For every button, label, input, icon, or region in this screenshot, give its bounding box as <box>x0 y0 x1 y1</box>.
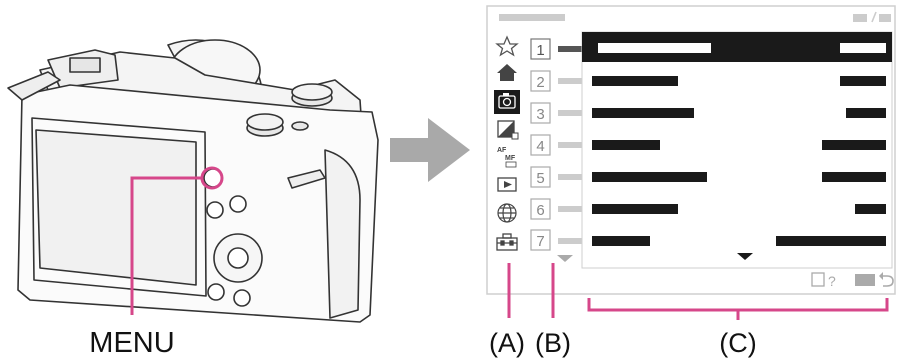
menu-item <box>592 140 660 150</box>
page-number-4: 4 <box>530 134 582 156</box>
menu-label: MENU <box>89 327 174 359</box>
label-c: (C) <box>719 328 756 358</box>
menu-item <box>592 108 694 118</box>
toolbox-icon <box>496 233 518 251</box>
menu-item-list <box>581 31 893 269</box>
menu-item <box>592 236 650 246</box>
page-number-3: 3 <box>530 102 582 124</box>
callout-brackets <box>507 263 889 320</box>
svg-text:5: 5 <box>536 170 544 187</box>
star-icon <box>495 35 519 57</box>
svg-text:4: 4 <box>536 138 544 155</box>
scroll-down-indicator-icon <box>737 253 753 260</box>
sidebar: AF MF <box>494 35 520 251</box>
page-number-2: 2 <box>530 70 582 92</box>
svg-text:1: 1 <box>536 42 544 59</box>
home-icon <box>497 64 517 81</box>
svg-text:7: 7 <box>536 233 544 250</box>
svg-text:6: 6 <box>536 202 544 219</box>
page-number-6: 6 <box>530 198 582 220</box>
page-number-column: 1 2 3 4 5 6 7 <box>530 38 582 262</box>
help-icon: ? <box>828 273 836 289</box>
menu-badge-icon <box>855 274 875 286</box>
menu-item <box>592 76 678 86</box>
globe-icon <box>497 203 517 223</box>
page-number-5: 5 <box>530 166 582 188</box>
label-b: (B) <box>535 328 571 358</box>
callout-c-bracket <box>587 298 889 312</box>
exposure-icon <box>497 120 519 140</box>
right-arrow-icon <box>390 118 470 182</box>
menu-screen: AF MF <box>486 5 896 295</box>
svg-text:MF: MF <box>505 155 516 162</box>
af-mf-icon: AF MF <box>497 147 517 168</box>
playback-icon <box>497 177 517 192</box>
svg-text:3: 3 <box>536 106 544 123</box>
svg-text:AF: AF <box>497 147 507 154</box>
delete-icon <box>811 272 825 287</box>
footer-icons: ? <box>811 272 894 289</box>
svg-text:2: 2 <box>536 74 544 91</box>
page-number-1: 1 <box>530 38 582 60</box>
menu-item <box>592 172 707 182</box>
back-icon <box>880 275 894 287</box>
page-number-7: 7 <box>530 229 582 251</box>
menu-button-callout <box>130 166 224 315</box>
camera-icon <box>498 93 516 109</box>
camera-illustration <box>7 39 379 323</box>
label-a: (A) <box>489 328 525 358</box>
menu-item <box>592 204 678 214</box>
scroll-down-indicator-icon <box>557 255 573 262</box>
